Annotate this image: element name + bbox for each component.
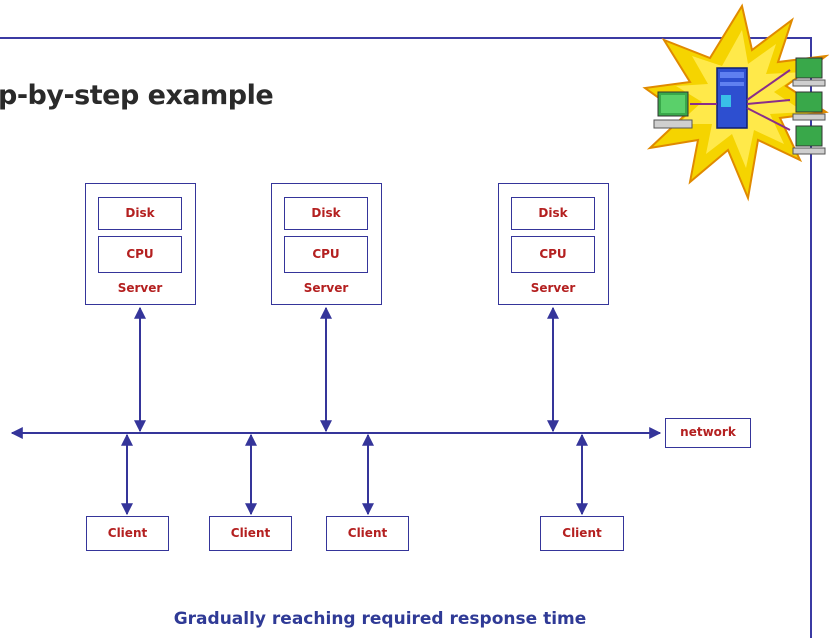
server-label: Server [117,281,163,295]
page-title: p-by-step example [0,80,274,111]
server-label: Server [303,281,349,295]
server-box: Disk CPU Server [85,183,196,305]
disk-box: Disk [98,197,182,230]
frame-right-line [810,37,812,638]
client-box: Client [86,516,169,551]
slide-caption: Gradually reaching required response tim… [173,609,587,629]
client-box: Client [326,516,409,551]
client-box: Client [540,516,624,551]
disk-box: Disk [511,197,595,230]
network-label: network [665,418,751,448]
cpu-box: CPU [98,236,182,273]
server-box: Disk CPU Server [271,183,382,305]
frame-top-line [0,37,812,39]
client-box: Client [209,516,292,551]
disk-box: Disk [284,197,368,230]
server-label: Server [530,281,576,295]
server-box: Disk CPU Server [498,183,609,305]
cpu-box: CPU [284,236,368,273]
cpu-box: CPU [511,236,595,273]
